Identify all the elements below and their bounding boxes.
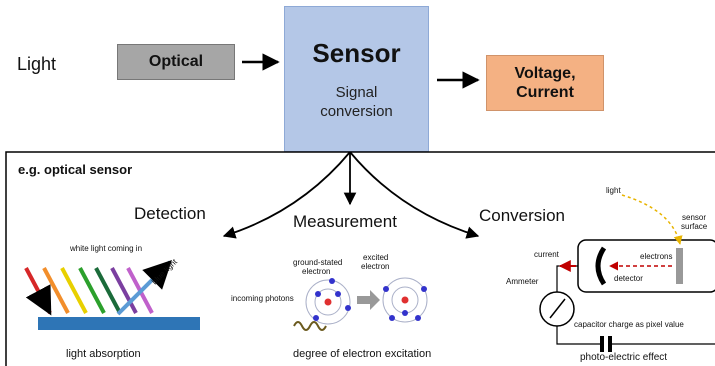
excited-electron [415, 315, 421, 321]
photon-wave [293, 321, 327, 331]
photoelectric-caption: photo-electric effect [580, 352, 668, 363]
ammeter-label: Ammeter [506, 277, 539, 286]
excited-electron [421, 286, 427, 292]
excited-label-line1: excited [363, 253, 389, 262]
sensor-surface-label-line1: sensor [682, 213, 707, 222]
ground-orbit-inner [314, 288, 342, 316]
sensor-surface-plate [676, 248, 683, 284]
ground-nucleus [324, 298, 332, 306]
output-box: Voltage, Current [486, 55, 604, 111]
sensor-subtitle-line1: Signal [335, 83, 378, 101]
capacitor-plate-left [600, 336, 604, 352]
absorption-caption: light absorption [66, 348, 141, 360]
sensor-box: Sensor Signal conversion [284, 6, 429, 152]
ground-electron [345, 305, 351, 311]
ground-electron [335, 291, 341, 297]
capacitor-label: capacitor charge as pixel value [574, 320, 684, 329]
sensor-title: Sensor [312, 37, 401, 68]
ground-electron [313, 315, 319, 321]
excited-electron [402, 310, 408, 316]
ground-orbit-outer [305, 279, 351, 325]
ray-darkgreen [94, 267, 122, 314]
detector-electrode [595, 246, 607, 286]
ammeter-needle [549, 298, 566, 319]
branch-conversion: Conversion [479, 206, 565, 225]
detector-label: detector [614, 274, 643, 283]
excited-orbit-outer [382, 277, 428, 323]
ground-electron [329, 278, 335, 284]
electrons-label: electrons [640, 252, 673, 261]
branch-measurement: Measurement [293, 212, 397, 231]
ground-label-line1: ground-stated [293, 258, 343, 267]
excited-electron [383, 286, 389, 292]
capacitor-plate-right [608, 336, 612, 352]
incident-light-ray [621, 194, 683, 245]
output-label-line2: Current [516, 84, 574, 101]
ray-purple [110, 267, 138, 314]
sensor-subtitle-line2: conversion [320, 102, 393, 120]
excited-label-line2: electron [361, 262, 390, 271]
excitation-arrow [357, 290, 380, 310]
panel-frame [5, 151, 715, 366]
sensor-surface-label-line2: surface [681, 222, 708, 231]
absorber-substrate [38, 317, 200, 330]
input-label: Light [17, 54, 57, 74]
current-label: current [534, 250, 559, 259]
excited-electron [389, 315, 395, 321]
ray-blue-reflected [116, 260, 172, 316]
ray-green [78, 267, 106, 314]
arrow-to-detection [222, 151, 351, 239]
photoelectric-illustration [539, 194, 715, 352]
output-label-line1: Voltage, [514, 65, 576, 82]
ray-red [24, 267, 52, 316]
excitation-illustration [293, 277, 428, 331]
optical-box: Optical [117, 44, 235, 80]
excitation-caption: degree of electron excitation [293, 348, 432, 360]
absorption-illustration [24, 260, 200, 330]
ray-yellow [60, 267, 88, 314]
light-label: light [606, 186, 621, 195]
ground-label-line2: electron [302, 267, 331, 276]
optical-box-label: Optical [148, 53, 204, 70]
arrow-to-conversion [349, 151, 480, 239]
excited-nucleus [401, 296, 409, 304]
absorption-top-label: white light coming in [70, 244, 143, 253]
ground-electron [315, 291, 321, 297]
photons-label: incoming photons [231, 294, 294, 303]
panel-title: e.g. optical sensor [18, 162, 133, 177]
ray-orange [42, 267, 70, 314]
branch-detection: Detection [134, 204, 206, 223]
